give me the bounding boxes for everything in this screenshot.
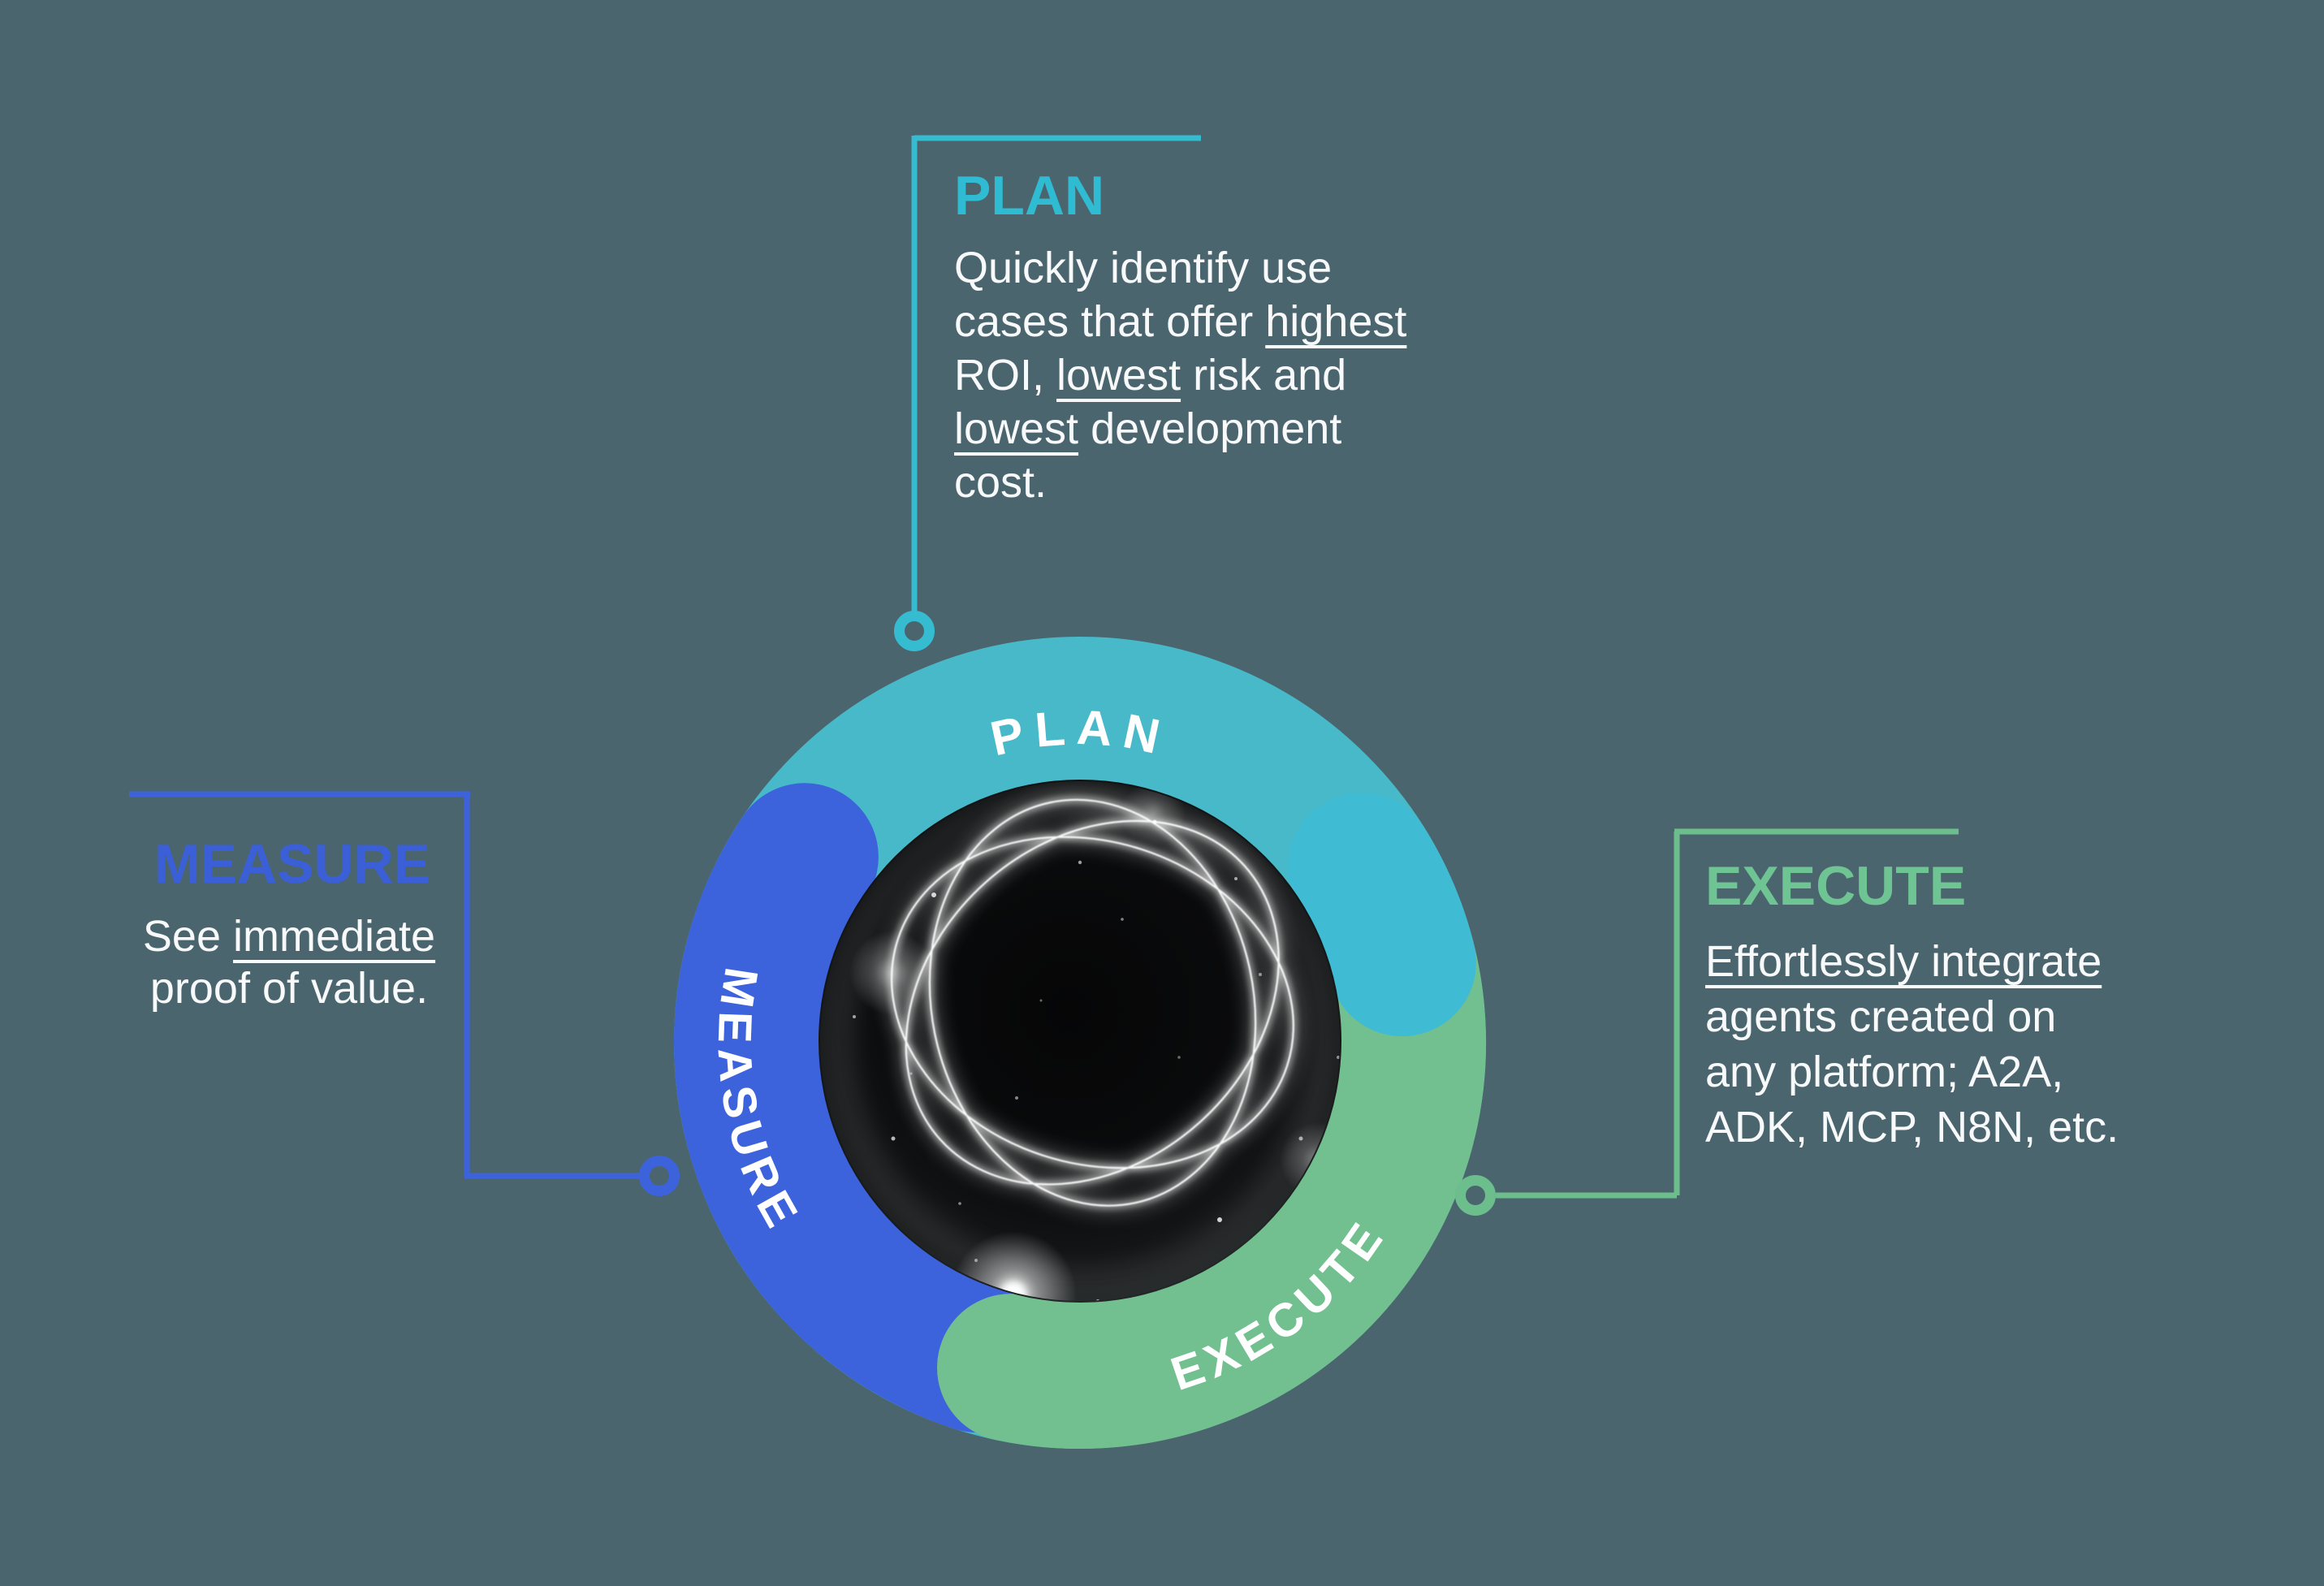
callout-text-line: Quickly identify use — [954, 244, 1333, 292]
callout-text-line: ROI, lowest risk and — [954, 351, 1347, 400]
segment-plan-endcap — [1287, 793, 1476, 1037]
callout-text-line: cost. — [954, 458, 1048, 507]
callout-text-line: proof of value. — [149, 964, 429, 1013]
execute-connector — [1455, 828, 1959, 1216]
segment-measure-arc — [674, 783, 1052, 1433]
callout-text-line: See immediate — [142, 912, 436, 961]
callout-text-line: any platform; A2A, — [1705, 1048, 2064, 1096]
plan-callout-title: PLAN — [954, 165, 1105, 227]
execute-connector-ring — [1455, 1175, 1496, 1216]
execute-callout-body: Effortlessly integrate agents created on a… — [1705, 934, 2119, 1155]
callout-text-line: cases that offer highest — [954, 297, 1407, 346]
callout-text-line: Effortlessly integrate — [1705, 937, 2102, 986]
plan-connector — [894, 135, 1201, 651]
core-stars — [853, 819, 1340, 1301]
callout-text-line: agents created on — [1705, 992, 2057, 1041]
plan-callout-body: Quickly identify use cases that offer hig… — [954, 241, 1406, 509]
execute-callout-title: EXECUTE — [1705, 855, 1967, 917]
measure-callout-title: MEASURE — [154, 833, 431, 895]
plan-connector-ring — [894, 611, 935, 651]
cycle-ring — [674, 637, 1487, 1450]
callout-text-line: lowest development — [954, 404, 1342, 453]
callout-text-line: ADK, MCP, N8N, etc. — [1705, 1103, 2119, 1152]
measure-connector — [129, 791, 680, 1196]
measure-connector-ring — [639, 1156, 680, 1196]
core-circle — [819, 780, 1341, 1303]
